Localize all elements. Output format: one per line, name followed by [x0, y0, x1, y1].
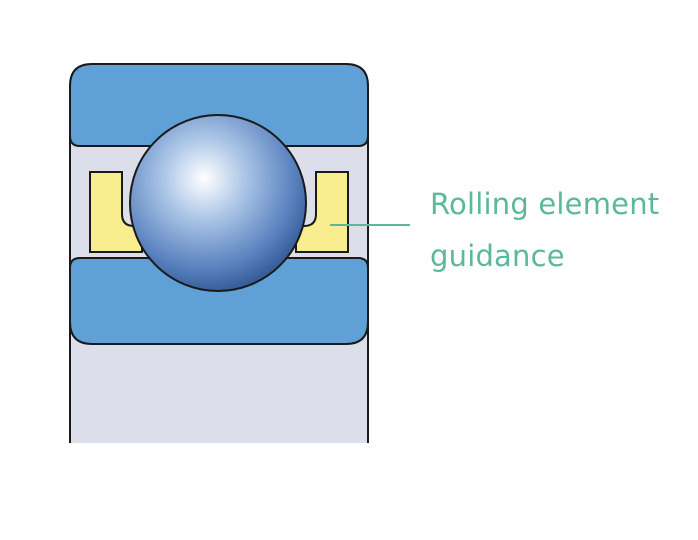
callout-label: Rolling element guidance — [430, 178, 659, 282]
inner-ring — [69, 257, 369, 345]
callout-label-line-1: Rolling element — [430, 187, 660, 221]
rolling-element-ball — [129, 114, 307, 292]
outer-ring — [69, 63, 369, 147]
callout-label-line-2: guidance — [430, 239, 565, 273]
